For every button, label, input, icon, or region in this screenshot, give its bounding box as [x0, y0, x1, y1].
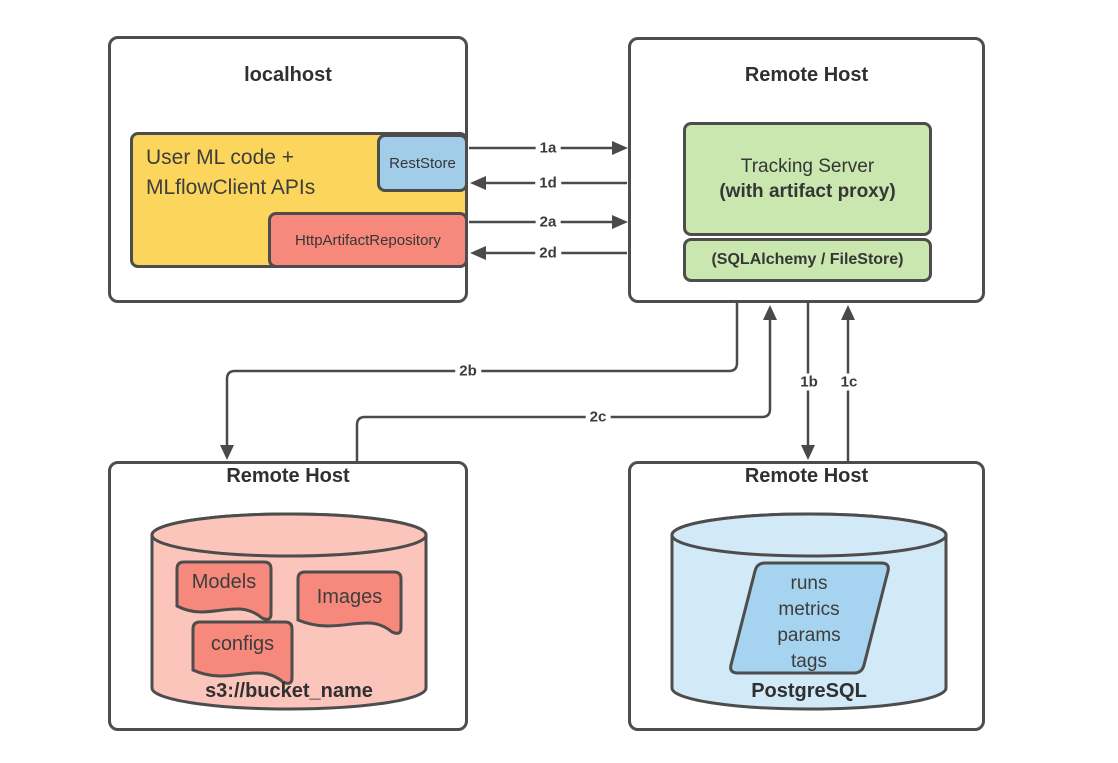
- database-tables-list: runs metrics params tags: [729, 571, 889, 675]
- table-name-tags: tags: [791, 651, 827, 672]
- tracking-server-box: Tracking Server (with artifact proxy): [683, 122, 932, 236]
- user-ml-code-line1: User ML code +: [146, 146, 295, 169]
- images-document-label: Images: [316, 586, 383, 608]
- backend-host-title: Remote Host: [744, 465, 869, 487]
- postgresql-label: PostgreSQL: [751, 680, 867, 702]
- localhost-title: localhost: [244, 64, 332, 86]
- configs-document-label: configs: [210, 633, 275, 655]
- arrow-2b: [220, 303, 739, 460]
- table-name-params: params: [777, 625, 841, 646]
- rest-store-box: RestStore: [377, 134, 468, 192]
- s3-bucket-name-label: s3://bucket_name: [205, 680, 373, 702]
- arrow-label-1c: 1c: [836, 373, 862, 391]
- table-name-metrics: metrics: [778, 599, 840, 620]
- sqlalchemy-filestore-box: (SQLAlchemy / FileStore): [683, 238, 932, 282]
- arrow-label-2a: 2a: [535, 213, 561, 231]
- table-name-runs: runs: [790, 573, 828, 594]
- http-artifact-repository-box: HttpArtifactRepository: [268, 212, 468, 268]
- arrow-label-2b: 2b: [455, 362, 481, 380]
- arrow-label-1a: 1a: [535, 139, 561, 157]
- tracking-server-line1: Tracking Server: [740, 156, 875, 177]
- arrow-2c: [355, 305, 777, 461]
- arrow-label-2c: 2c: [585, 408, 611, 426]
- arrow-label-1b: 1b: [796, 373, 822, 391]
- arrow-label-2d: 2d: [535, 244, 561, 262]
- arrow-label-1d: 1d: [535, 174, 561, 192]
- tracking-host-title: Remote Host: [744, 64, 869, 86]
- user-ml-code-line2: MLflowClient APIs: [146, 176, 316, 199]
- models-document-label: Models: [191, 571, 257, 593]
- tracking-server-line2: (with artifact proxy): [719, 181, 896, 202]
- artifact-host-title: Remote Host: [226, 465, 350, 487]
